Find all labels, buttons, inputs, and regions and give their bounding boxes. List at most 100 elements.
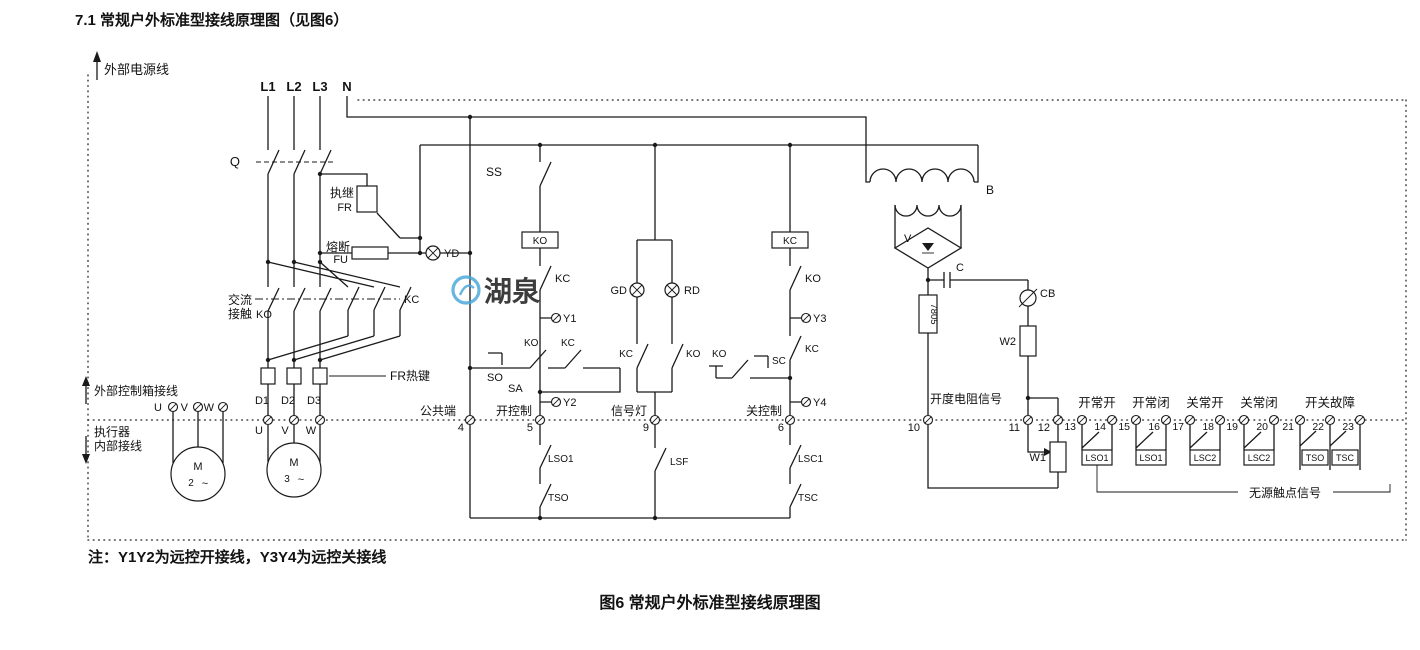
label-lamp-kc: KC xyxy=(619,349,633,360)
thermal-element xyxy=(286,367,302,385)
terminal-y2 xyxy=(550,396,562,408)
terminal-20 xyxy=(1268,414,1280,426)
label-position-signal: 开度电阻信号 xyxy=(930,391,1002,406)
terminal-4 xyxy=(464,414,476,426)
feedback-box xyxy=(1243,449,1275,466)
label-kc-coil: KC xyxy=(783,236,797,247)
label-close-kc: KC xyxy=(805,344,819,355)
motor2-num: 2 xyxy=(188,478,194,489)
diagram-note: 注：Y1Y2为远控开接线，Y3Y4为远控关接线 xyxy=(88,548,386,566)
label-w2: W2 xyxy=(1000,336,1017,348)
terminal-11 xyxy=(1022,414,1034,426)
label-t21: 21 xyxy=(1282,421,1294,433)
feedback-box xyxy=(1301,449,1329,466)
terminal-13 xyxy=(1076,414,1088,426)
feedback-box-2: LSC2 xyxy=(1194,453,1217,463)
label-sc: SC xyxy=(772,356,786,367)
label-d1: D1 xyxy=(255,395,269,407)
transformer-primary xyxy=(869,168,975,183)
label-y2: Y2 xyxy=(563,397,576,409)
feedback-header-0: 开常开 xyxy=(1078,396,1116,410)
terminal-12 xyxy=(1052,414,1064,426)
terminal-19 xyxy=(1238,414,1250,426)
label-fu: FU xyxy=(333,254,348,266)
terminal-10 xyxy=(922,414,934,426)
label-gd: GD xyxy=(611,285,628,297)
lamp-rd-symbol xyxy=(664,282,680,298)
cb-symbol xyxy=(1018,288,1038,308)
feedback-box-0: LSO1 xyxy=(1085,453,1108,463)
label-tsc: TSC xyxy=(798,493,818,504)
label-ko-aux: KO xyxy=(805,273,821,285)
label-ko-coil: KO xyxy=(533,236,548,247)
label-t10: 10 xyxy=(908,422,920,434)
feedback-header-2: 关常开 xyxy=(1186,396,1224,410)
label-contactor-cn1: 交流 xyxy=(228,292,252,307)
label-y1: Y1 xyxy=(563,313,576,325)
feedback-box-4: TSO xyxy=(1306,453,1325,463)
label-n: N xyxy=(342,79,351,94)
terminal xyxy=(288,414,300,426)
terminal-23 xyxy=(1354,414,1366,426)
terminal xyxy=(167,401,179,413)
label-contactor-cn2: 接触 xyxy=(228,306,252,321)
motor3-ac: ~ xyxy=(298,474,304,486)
label-close-cn: 关控制 xyxy=(746,404,782,418)
label-7805: 7805 xyxy=(928,303,939,324)
feedback-box xyxy=(1189,449,1221,466)
label-lso1: LSO1 xyxy=(548,454,574,465)
label-cb: CB xyxy=(1040,288,1055,300)
terminal-14 xyxy=(1106,414,1118,426)
motor3-num: 3 xyxy=(284,474,290,485)
label-contactor-ko: KO xyxy=(256,309,272,321)
wires xyxy=(172,96,1391,519)
feedback-header-1: 开常闭 xyxy=(1132,396,1170,410)
label-row-kc: KC xyxy=(561,338,575,349)
label-yd: YD xyxy=(444,248,459,260)
label-y3: Y3 xyxy=(813,313,826,325)
label-t12: 12 xyxy=(1038,422,1050,434)
label-fr: FR xyxy=(337,202,352,214)
terminal-21 xyxy=(1294,414,1306,426)
label-w: W xyxy=(204,402,215,414)
label-t22: 22 xyxy=(1312,421,1324,433)
feedback-box xyxy=(1331,449,1359,466)
label-rd: RD xyxy=(684,285,700,297)
fuse-symbol xyxy=(351,246,389,260)
feedback-header-3: 关常闭 xyxy=(1240,396,1278,410)
watermark-text: 湖泉 xyxy=(484,275,541,307)
label-t16: 16 xyxy=(1148,421,1160,433)
label-lamp-ko: KO xyxy=(686,349,701,360)
label-l1: L1 xyxy=(260,79,275,94)
transformer-secondary xyxy=(894,204,962,217)
label-fu-cn: 熔断 xyxy=(326,239,350,254)
label-lsf: LSF xyxy=(670,457,688,468)
terminals xyxy=(167,312,1366,426)
label-breaker-q: Q xyxy=(230,154,240,169)
component-symbols xyxy=(170,168,1359,502)
terminal-17 xyxy=(1184,414,1196,426)
label-lamp-cn: 信号灯 xyxy=(611,404,647,418)
terminal-22 xyxy=(1324,414,1336,426)
label-v2: V xyxy=(281,425,289,437)
rectifier-symbol xyxy=(893,227,963,269)
terminal-6 xyxy=(784,414,796,426)
terminal-y3 xyxy=(800,312,812,324)
zone-actuator-2: 内部接线 xyxy=(94,438,142,453)
label-fr-cn: 执继 xyxy=(330,186,354,200)
thermal-element xyxy=(260,367,276,385)
label-t11: 11 xyxy=(1009,422,1020,434)
label-c: C xyxy=(956,262,964,274)
label-t18: 18 xyxy=(1202,421,1214,433)
motor2-ac: ~ xyxy=(202,478,208,490)
feedback-header-4: 开关故障 xyxy=(1305,395,1355,410)
terminal-9 xyxy=(649,414,661,426)
junction-dots xyxy=(265,114,1031,521)
feedback-box-5: TSC xyxy=(1336,453,1355,463)
motor-3-symbol xyxy=(266,442,322,498)
label-so: SO xyxy=(487,372,503,384)
label-t6: 6 xyxy=(778,422,784,434)
label-t23: 23 xyxy=(1342,421,1354,433)
up-arrow-icon xyxy=(93,51,101,62)
